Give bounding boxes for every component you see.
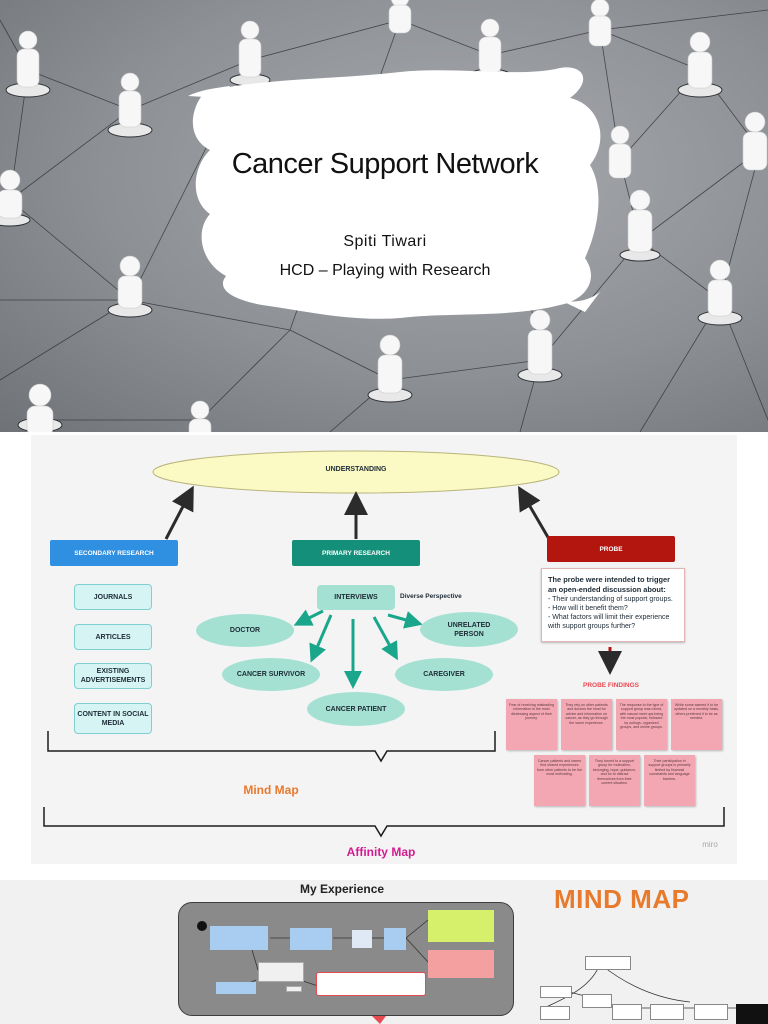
finding-note: Cancer patients and carers find shared e…	[534, 755, 585, 806]
cancer-patient-node: CANCER PATIENT	[307, 692, 405, 726]
understanding-label: UNDERSTANDING	[276, 466, 436, 473]
interviews-box: INTERVIEWS	[317, 585, 395, 610]
probe-intro: The probe were intended to trigger an op…	[548, 575, 670, 594]
mind-map-node	[210, 926, 268, 950]
affinity-map-label: Affinity Map	[321, 845, 441, 859]
mind-map-node	[384, 928, 406, 950]
mind-map-note-green	[428, 910, 494, 942]
mind-map-connectors	[0, 880, 768, 1024]
mind-map-node	[612, 1004, 642, 1020]
miro-watermark: miro	[695, 840, 725, 849]
mind-map-node	[290, 928, 332, 950]
brush-stroke-shape	[0, 0, 768, 432]
probe-findings-label: PROBE FINDINGS	[571, 682, 651, 689]
cancer-survivor-node: CANCER SURVIVOR	[222, 658, 320, 691]
primary-research-header: PRIMARY RESEARCH	[292, 540, 420, 566]
mind-map-node	[352, 930, 372, 948]
probe-point: - Their understanding of support groups.	[548, 595, 680, 604]
finding-note: Their participation in support groups is…	[644, 755, 695, 806]
mind-map-node	[694, 1004, 728, 1020]
unrelated-person-node: UNRELATED PERSON	[420, 612, 518, 647]
doctor-node: DOCTOR	[196, 614, 294, 647]
mind-map-node	[540, 1006, 570, 1020]
diverse-perspective-label: Diverse Perspective	[400, 593, 462, 600]
probe-description: The probe were intended to trigger an op…	[541, 568, 685, 642]
mind-map-note-red	[428, 950, 494, 978]
social-media-box: CONTENT IN SOCIAL MEDIA	[74, 703, 152, 734]
finding-note: Fear of receiving misleading information…	[506, 699, 557, 750]
slide-title: Cancer Support Network	[200, 146, 570, 182]
journals-box: JOURNALS	[74, 584, 152, 610]
mind-map-label: Mind Map	[221, 783, 321, 797]
finding-note: The response to the type of support grou…	[616, 699, 667, 750]
probe-point: - How will it benefit them?	[548, 604, 680, 613]
mind-map-node	[540, 986, 572, 998]
finding-note: They rely on other patients and doctors …	[561, 699, 612, 750]
mind-map-node	[650, 1004, 684, 1020]
finding-note: While some wanted it to be updated on a …	[671, 699, 722, 750]
course-name: HCD – Playing with Research	[200, 262, 570, 280]
mind-map-node	[258, 962, 304, 982]
probe-header: PROBE	[547, 536, 675, 562]
mind-map-node	[585, 956, 631, 970]
title-slide: Cancer Support Network Spiti Tiwari HCD …	[0, 0, 768, 432]
author-name: Spiti Tiwari	[200, 233, 570, 251]
advertisements-box: EXISTING ADVERTISEMENTS	[74, 663, 152, 689]
mind-map-node	[286, 986, 302, 992]
mind-map-node-dark	[736, 1004, 768, 1024]
finding-note: They turned to a support group for motiv…	[589, 755, 640, 806]
mind-map-slide: My Experience MIND MAP	[0, 880, 768, 1024]
caregiver-node: CAREGIVER	[395, 658, 493, 691]
mind-map-node	[216, 982, 256, 994]
articles-box: ARTICLES	[74, 624, 152, 650]
secondary-research-header: SECONDARY RESEARCH	[50, 540, 178, 566]
mind-map-node	[582, 994, 612, 1008]
research-diagram-slide: UNDERSTANDING SECONDARY RESEARCH PRIMARY…	[31, 435, 737, 864]
mind-map-callout	[316, 972, 426, 996]
probe-point: - What factors will limit their experien…	[548, 613, 680, 631]
